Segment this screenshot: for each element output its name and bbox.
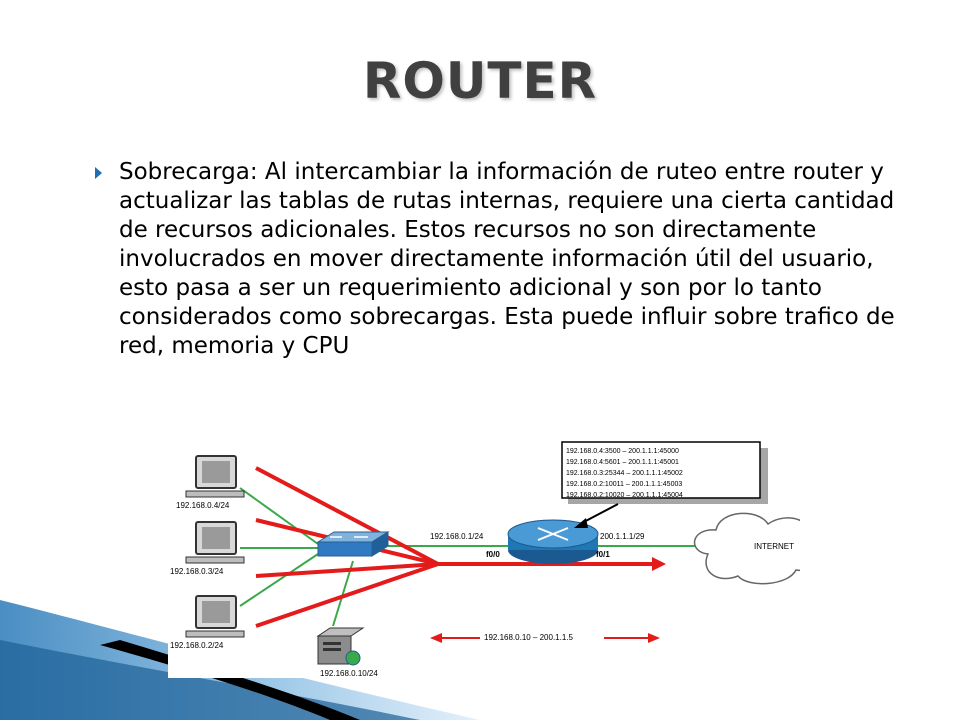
bullet-text: Sobrecarga: Al intercambiar la informaci… <box>119 159 895 359</box>
server-icon <box>316 627 365 666</box>
translation-label-bg <box>480 631 604 643</box>
nat-table-row: 192.168.0.2:10011 – 200.1.1.1:45003 <box>566 481 682 488</box>
router-outside-interface: f0/1 <box>596 550 610 559</box>
arrowhead-right-icon <box>652 557 666 571</box>
host-ip-label: 192.168.0.4/24 <box>176 501 230 510</box>
nat-table-row: 192.168.0.4:3500 – 200.1.1.1:45000 <box>566 448 679 455</box>
router-icon <box>507 519 599 564</box>
internet-label: INTERNET <box>754 542 794 551</box>
host-computer-icon <box>185 455 245 498</box>
nat-table-row: 192.168.0.2:10020 – 200.1.1.1:45004 <box>566 492 683 499</box>
switch-icon <box>316 531 390 557</box>
network-diagram: 192.168.0.4/24 192.168.0.3/24 192.168.0.… <box>168 436 800 678</box>
bullet-arrow-icon <box>95 167 102 179</box>
translation-label: 192.168.0.10 – 200.1.1.5 <box>484 633 574 642</box>
nat-table: 192.168.0.4:3500 – 200.1.1.1:45000 192.1… <box>561 441 768 504</box>
host-ip-label: 192.168.0.3/24 <box>170 567 224 576</box>
pointer-arrow-icon <box>574 518 588 528</box>
bullet-item: Sobrecarga: Al intercambiar la informaci… <box>95 158 905 361</box>
internet-cloud-icon <box>693 512 800 585</box>
router-inside-ip: 192.168.0.1/24 <box>430 532 484 541</box>
arrow-right-icon <box>648 633 660 643</box>
nat-table-row: 192.168.0.3:25344 – 200.1.1.1:45002 <box>566 470 683 477</box>
router-outside-ip: 200.1.1.1/29 <box>600 532 645 541</box>
arrow-left-icon <box>430 633 442 643</box>
host-computer-icon <box>185 521 245 564</box>
server-ip-label: 192.168.0.10/24 <box>320 669 378 678</box>
decorative-wave <box>0 600 480 720</box>
router-inside-interface: f0/0 <box>486 550 500 559</box>
nat-table-row: 192.168.0.4:5601 – 200.1.1.1:45001 <box>566 459 679 466</box>
host-computer-icon <box>185 595 245 638</box>
host-ip-label: 192.168.0.2/24 <box>170 641 224 650</box>
green-links <box>239 487 700 627</box>
slide-title: ROUTER <box>362 52 598 110</box>
